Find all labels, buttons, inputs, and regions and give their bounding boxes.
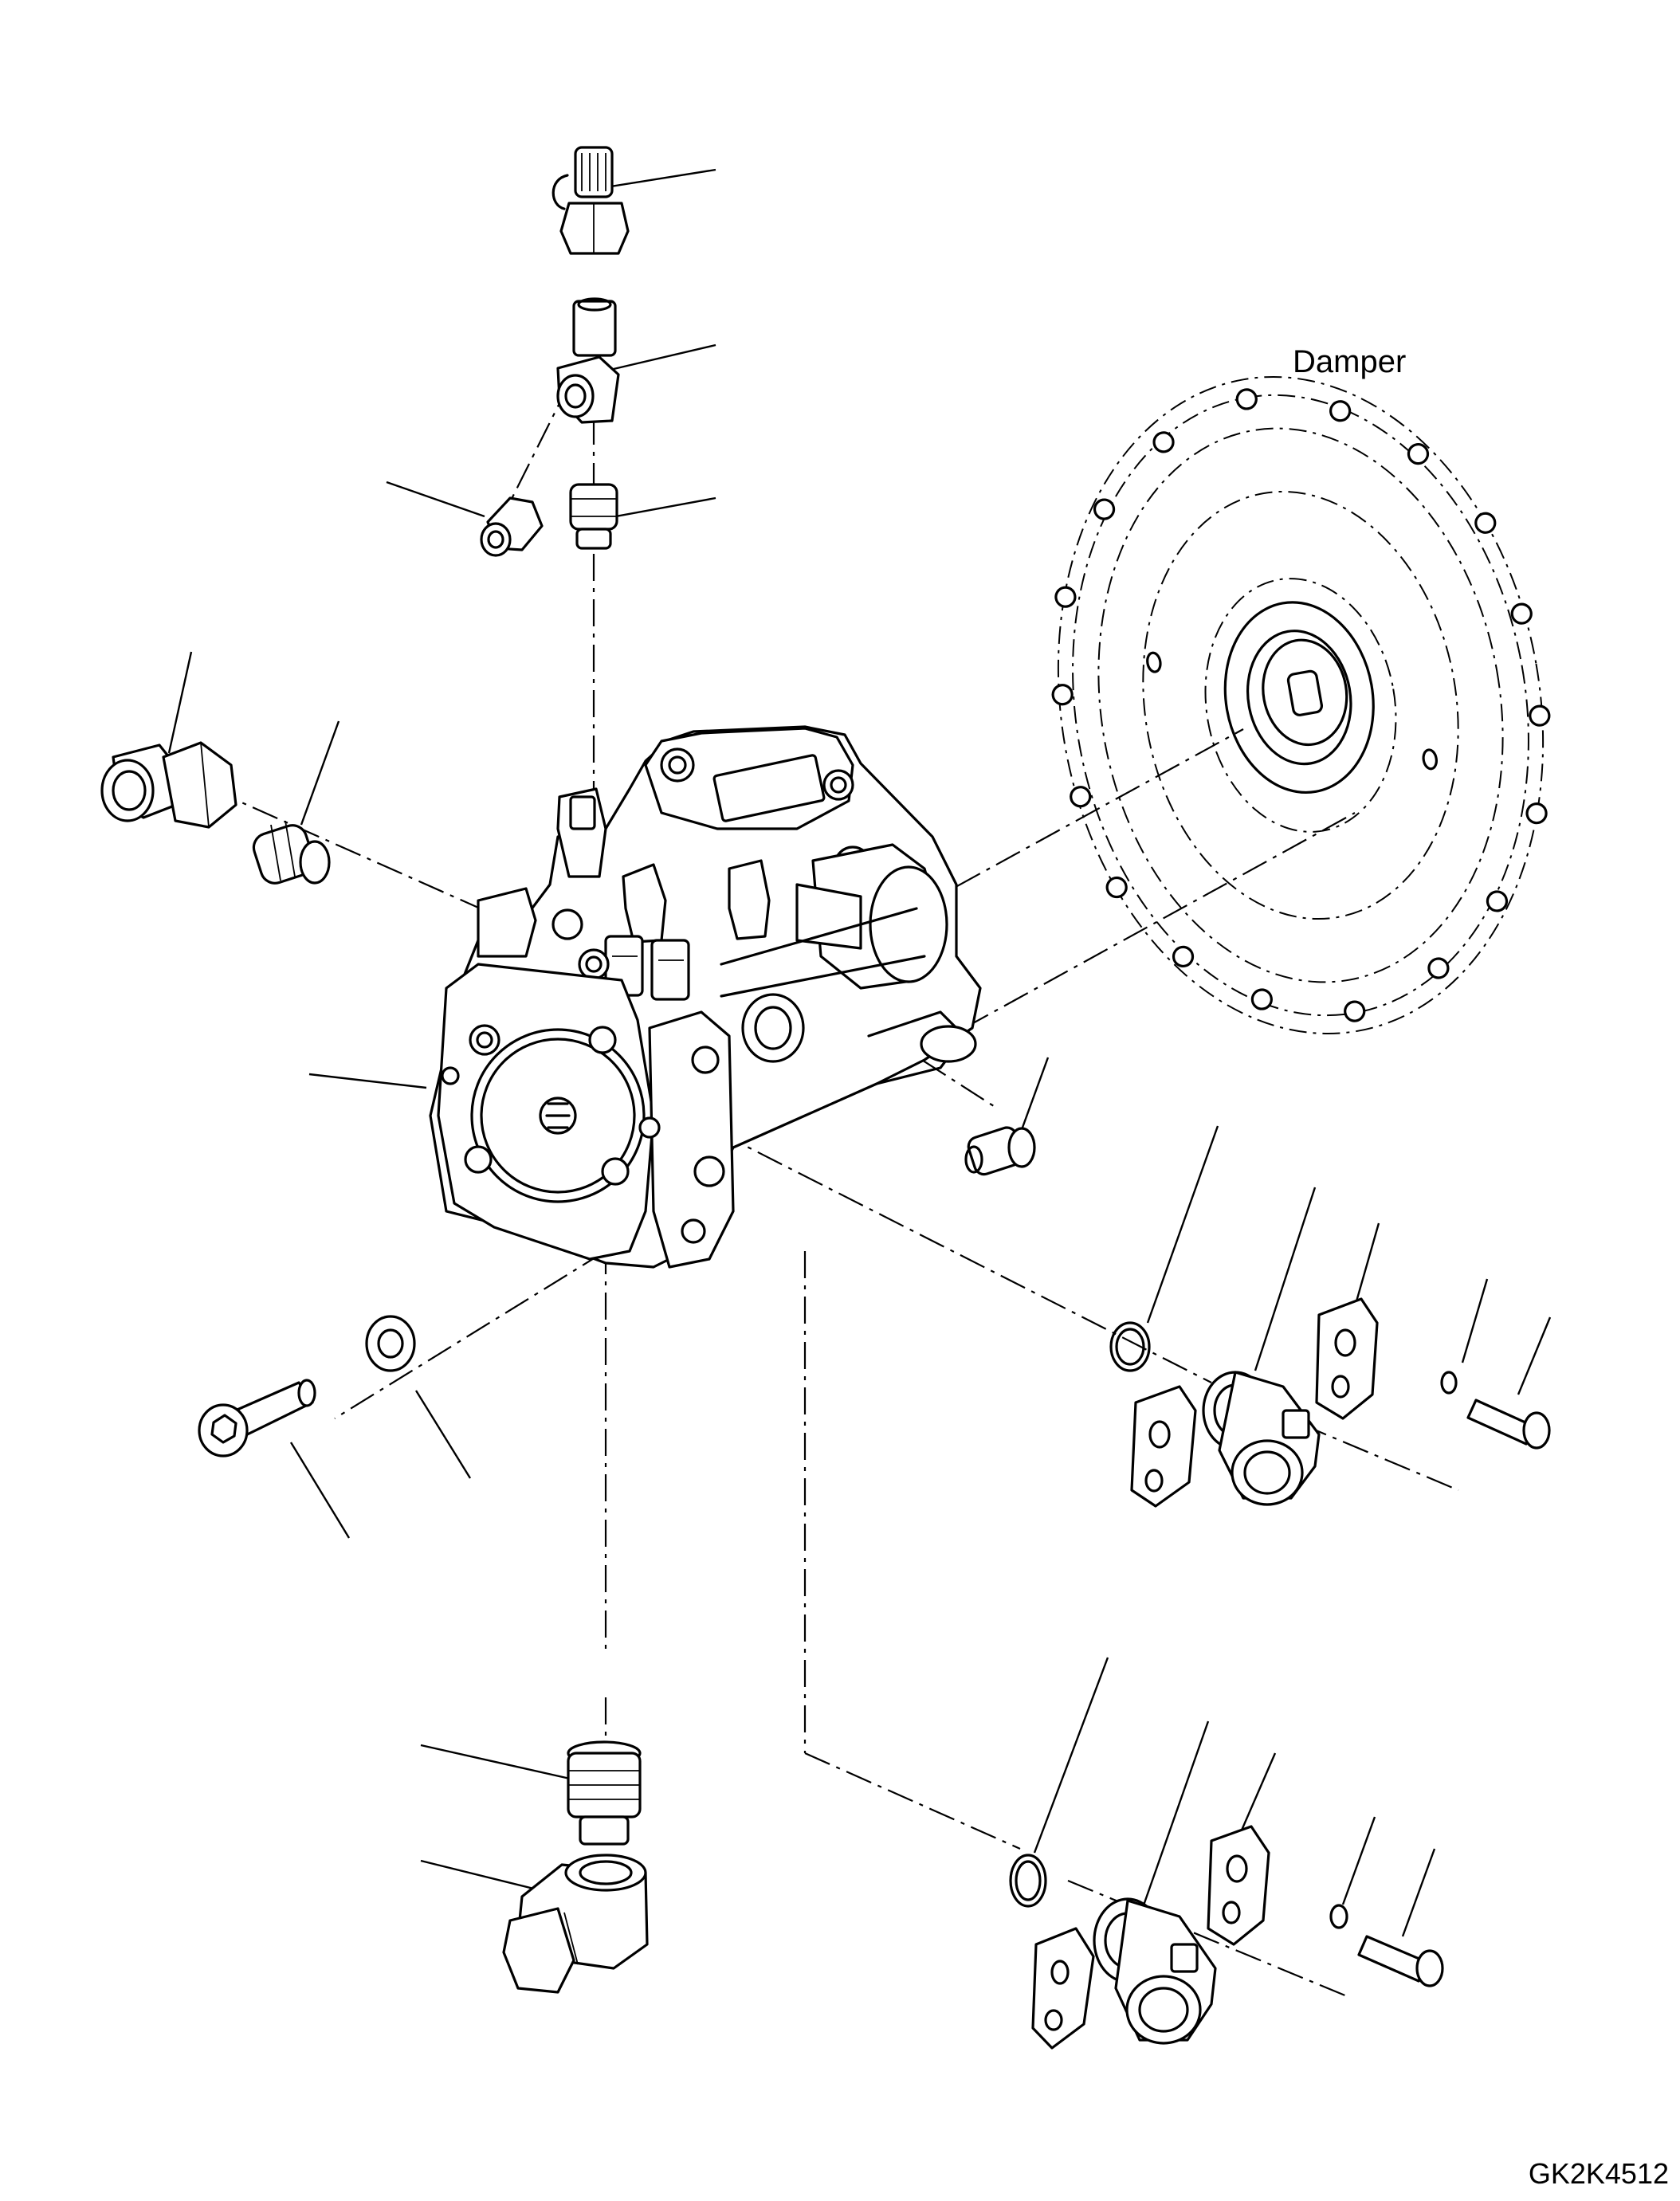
washer-upper	[1440, 1371, 1458, 1395]
bolt-lower	[1357, 1935, 1444, 1987]
washer-left	[365, 1315, 416, 1372]
damper	[1051, 375, 1551, 1035]
elbow-fitting-bottom	[502, 1854, 649, 1994]
elbow-fitting-left	[100, 741, 237, 829]
split-flange-lower-lower	[1031, 1927, 1095, 2050]
hex-adapter-left	[480, 496, 544, 557]
flange-elbow-upper	[1202, 1371, 1321, 1506]
bolt-upper	[1466, 1399, 1551, 1450]
leader-lines	[167, 168, 1552, 1937]
washer-lower	[1329, 1904, 1348, 1929]
socket-head-bolt	[198, 1379, 316, 1458]
split-flange-lower	[1207, 1825, 1270, 1946]
split-flange-upper	[1315, 1297, 1379, 1420]
straight-adapter-bottom	[567, 1740, 642, 1846]
main-pump	[429, 725, 982, 1269]
split-flange-lower-upper	[1130, 1385, 1197, 1508]
o-ring-upper	[1109, 1321, 1151, 1372]
damper-label: Damper	[1293, 344, 1407, 379]
straight-adapter-left	[252, 820, 331, 885]
straight-adapter-top	[569, 483, 618, 550]
flange-elbow-lower	[1093, 1897, 1217, 2045]
test-port-coupling	[551, 146, 630, 255]
straight-adapter-right	[964, 1126, 1036, 1176]
drawing-code: GK2K4512	[1528, 2157, 1669, 2190]
o-ring-lower	[1009, 1854, 1047, 1908]
tee-fitting	[556, 297, 620, 424]
center-lines	[210, 327, 1459, 1998]
